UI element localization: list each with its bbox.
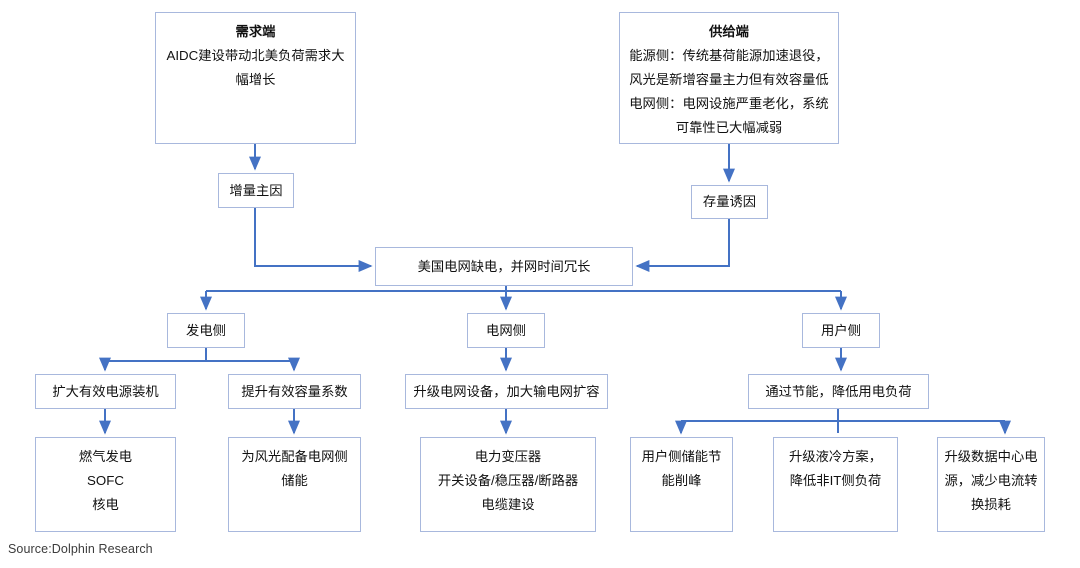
node-storage-for-renewables[interactable]: 为风光配备电网侧 储能 — [228, 437, 361, 532]
node-generation-side-label: 发电侧 — [186, 322, 226, 338]
node-supply-side-line-3: 电网侧：电网设施严重老化，系统 — [629, 96, 829, 111]
node-grid-equipment-list-line-2: 开关设备/稳压器/断路器 — [437, 473, 579, 488]
node-generation-technologies[interactable]: 燃气发电 SOFC 核电 — [35, 437, 176, 532]
node-user-side-storage-line-2: 能削峰 — [661, 473, 702, 488]
node-increment-cause-label: 增量主因 — [229, 182, 283, 198]
node-grid-equipment-list[interactable]: 电力变压器 开关设备/稳压器/断路器 电缆建设 — [420, 437, 596, 532]
node-energy-saving-label: 通过节能，降低用电负荷 — [765, 383, 912, 399]
node-stock-cause-label: 存量诱因 — [702, 194, 757, 209]
node-supply-side-line-1: 能源侧：传统基荷能源加速退役， — [629, 48, 829, 63]
node-storage-for-renewables-line-1: 为风光配备电网侧 — [241, 449, 348, 464]
node-upgrade-grid-equipment-label: 升级电网设备，加大输电网扩容 — [413, 383, 600, 399]
node-energy-saving[interactable]: 通过节能，降低用电负荷 — [748, 374, 929, 409]
source-note: Source:Dolphin Research — [8, 542, 153, 556]
node-supply-side[interactable]: 供给端 能源侧：传统基荷能源加速退役， 风光是新增容量主力但有效容量低 电网侧：… — [619, 12, 839, 144]
node-user-side-storage[interactable]: 用户侧储能节 能削峰 — [630, 437, 733, 532]
node-supply-side-title: 供给端 — [709, 24, 749, 39]
node-demand-side-line-1: AIDC建设带动北美负荷需求大 — [166, 48, 345, 63]
node-increment-cause[interactable]: 增量主因 — [218, 173, 294, 208]
node-datacenter-power-line-3: 换损耗 — [971, 497, 1011, 512]
node-grid-equipment-list-line-3: 电缆建设 — [481, 497, 535, 512]
node-supply-side-line-4: 可靠性已大幅减弱 — [675, 120, 783, 135]
node-expand-capacity[interactable]: 扩大有效电源装机 — [35, 374, 176, 409]
node-generation-technologies-line-3: 核电 — [92, 497, 119, 512]
node-demand-side[interactable]: 需求端 AIDC建设带动北美负荷需求大 幅增长 — [155, 12, 356, 144]
node-grid-side-label: 电网侧 — [486, 322, 526, 338]
node-generation-technologies-line-1: 燃气发电 — [78, 449, 133, 464]
node-generation-side[interactable]: 发电侧 — [167, 313, 245, 348]
node-user-side[interactable]: 用户侧 — [802, 313, 880, 348]
node-raise-capacity-factor[interactable]: 提升有效容量系数 — [228, 374, 361, 409]
node-stock-cause[interactable]: 存量诱因 — [691, 185, 768, 219]
node-grid-side[interactable]: 电网侧 — [467, 313, 545, 348]
node-core-problem[interactable]: 美国电网缺电，并网时间冗长 — [375, 247, 633, 286]
node-supply-side-line-2: 风光是新增容量主力但有效容量低 — [629, 72, 829, 87]
node-liquid-cooling[interactable]: 升级液冷方案， 降低非IT侧负荷 — [773, 437, 898, 532]
node-core-problem-label: 美国电网缺电，并网时间冗长 — [417, 258, 591, 274]
node-expand-capacity-label: 扩大有效电源装机 — [52, 383, 159, 399]
node-demand-side-title: 需求端 — [235, 24, 276, 39]
node-liquid-cooling-line-1: 升级液冷方案， — [788, 449, 883, 464]
node-datacenter-power-line-2: 源，减少电流转 — [944, 473, 1038, 488]
node-storage-for-renewables-line-2: 储能 — [281, 473, 308, 488]
node-grid-equipment-list-line-1: 电力变压器 — [474, 449, 542, 464]
node-generation-technologies-line-2: SOFC — [87, 473, 124, 488]
node-user-side-storage-line-1: 用户侧储能节 — [641, 449, 722, 464]
node-liquid-cooling-line-2: 降低非IT侧负荷 — [789, 473, 882, 488]
node-demand-side-line-2: 幅增长 — [235, 72, 276, 87]
node-datacenter-power-line-1: 升级数据中心电 — [944, 449, 1038, 464]
node-user-side-label: 用户侧 — [821, 322, 861, 338]
node-raise-capacity-factor-label: 提升有效容量系数 — [241, 383, 348, 399]
node-upgrade-grid-equipment[interactable]: 升级电网设备，加大输电网扩容 — [405, 374, 608, 409]
node-datacenter-power[interactable]: 升级数据中心电 源，减少电流转 换损耗 — [937, 437, 1045, 532]
